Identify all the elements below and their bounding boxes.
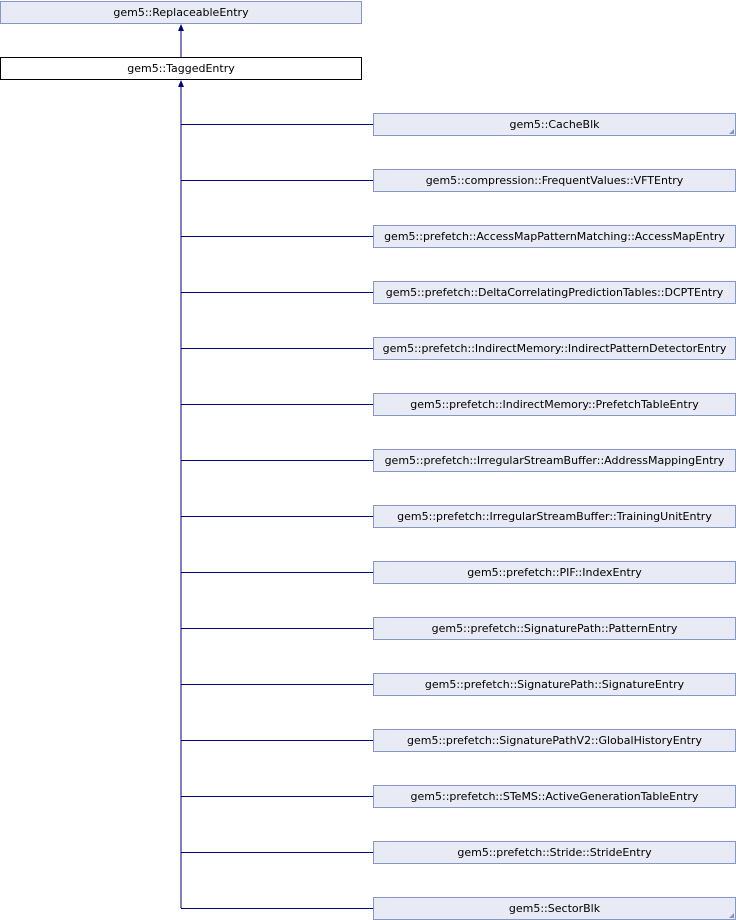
node-derived-class[interactable]: gem5::prefetch::STeMS::ActiveGenerationT… (373, 785, 736, 808)
node-label: gem5::prefetch::Stride::StrideEntry (457, 846, 652, 859)
node-derived-class[interactable]: gem5::prefetch::SignaturePathV2::GlobalH… (373, 729, 736, 752)
node-label: gem5::prefetch::SignaturePath::Signature… (424, 678, 685, 691)
node-label: gem5::prefetch::IndirectMemory::Indirect… (382, 342, 727, 355)
node-derived-class[interactable]: gem5::prefetch::SignaturePath::Signature… (373, 673, 736, 696)
node-label: gem5::prefetch::SignaturePath::PatternEn… (431, 622, 678, 635)
node-derived-class[interactable]: gem5::prefetch::IrregularStreamBuffer::T… (373, 505, 736, 528)
node-derived-class[interactable]: gem5::prefetch::DeltaCorrelatingPredicti… (373, 281, 736, 304)
node-label: gem5::prefetch::AccessMapPatternMatching… (384, 230, 725, 243)
node-label: gem5::prefetch::PIF::IndexEntry (467, 566, 642, 579)
node-derived-class[interactable]: gem5::prefetch::PIF::IndexEntry (373, 561, 736, 584)
node-label: gem5::SectorBlk (508, 902, 601, 915)
node-label: gem5::prefetch::IrregularStreamBuffer::A… (384, 454, 725, 467)
node-label: gem5::prefetch::STeMS::ActiveGenerationT… (410, 790, 699, 803)
node-label: gem5::prefetch::DeltaCorrelatingPredicti… (385, 286, 724, 299)
node-derived-class[interactable]: gem5::compression::FrequentValues::VFTEn… (373, 169, 736, 192)
node-derived-class[interactable]: gem5::prefetch::IndirectMemory::Indirect… (373, 337, 736, 360)
node-label: gem5::prefetch::SignaturePathV2::GlobalH… (407, 734, 702, 747)
node-derived-class[interactable]: gem5::prefetch::IrregularStreamBuffer::A… (373, 449, 736, 472)
node-replaceable-entry[interactable]: gem5::ReplaceableEntry (0, 1, 362, 24)
more-subclasses-icon (729, 129, 734, 134)
more-subclasses-icon (729, 913, 734, 918)
arrowhead-icon (178, 24, 184, 31)
node-label: gem5::prefetch::IrregularStreamBuffer::T… (397, 510, 712, 523)
node-derived-class[interactable]: gem5::prefetch::Stride::StrideEntry (373, 841, 736, 864)
node-derived-class[interactable]: gem5::CacheBlk (373, 113, 736, 136)
node-label: gem5::CacheBlk (509, 118, 600, 131)
node-derived-class[interactable]: gem5::prefetch::IndirectMemory::Prefetch… (373, 393, 736, 416)
node-derived-class[interactable]: gem5::SectorBlk (373, 897, 736, 920)
arrowhead-icon (178, 80, 184, 87)
node-tagged-entry-current: gem5::TaggedEntry (0, 57, 362, 80)
node-label: gem5::compression::FrequentValues::VFTEn… (425, 174, 684, 187)
node-derived-class[interactable]: gem5::prefetch::SignaturePath::PatternEn… (373, 617, 736, 640)
node-derived-class[interactable]: gem5::prefetch::AccessMapPatternMatching… (373, 225, 736, 248)
node-label: gem5::prefetch::IndirectMemory::Prefetch… (410, 398, 699, 411)
